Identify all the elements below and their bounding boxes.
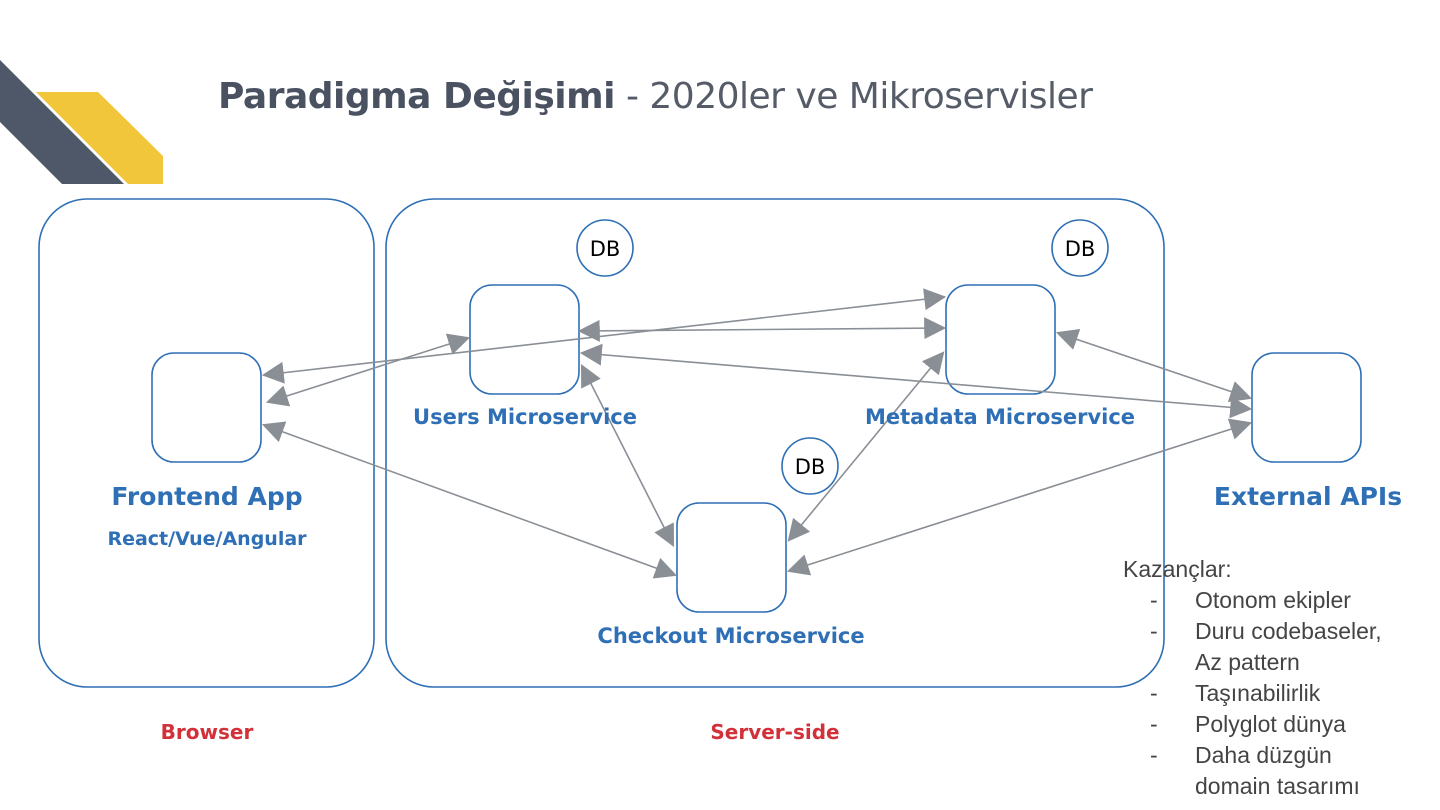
frontend-app-label: Frontend App [111,482,303,511]
arrow-frontend-checkout [261,421,678,579]
notes-heading: Kazançlar: [1123,556,1232,582]
arrow-checkout-external [786,418,1253,576]
frontend-app-sublabel: React/Vue/Angular [107,528,307,550]
users-microservice-box [469,284,580,395]
slide-title: Paradigma Değişimi - 2020ler ve Mikroser… [218,76,1093,117]
arrow-users-external [579,343,1253,419]
list-item: -Polyglot dünya [1150,711,1346,737]
arrow-metadata-external [1055,328,1253,403]
benefits-list: -Otonom ekipler -Duru codebaseler,Az pat… [1123,585,1433,802]
users-db: DB [576,219,634,277]
arrow-frontend-users [265,333,471,407]
browser-label: Browser [160,720,254,744]
arrow-users-checkout [581,364,674,547]
title-rest: - 2020ler ve Mikroservisler [615,76,1093,117]
svg-text:DB: DB [590,237,621,261]
checkout-microservice-box [676,502,787,613]
metadata-microservice-label: Metadata Microservice [864,405,1136,429]
external-apis-label: External APIs [1213,482,1403,511]
benefits-notes: Kazançlar: -Otonom ekipler -Duru codebas… [1123,554,1433,802]
checkout-db: DB [781,437,839,495]
server-container [385,198,1165,688]
external-apis-box [1251,352,1362,463]
checkout-microservice-label: Checkout Microservice [597,624,865,648]
list-item: -Otonom ekipler [1150,587,1351,613]
list-item: -Taşınabilirlik [1150,680,1321,706]
list-item: -Duru codebaseler,Az pattern [1150,618,1382,675]
svg-text:DB: DB [1065,237,1096,261]
users-microservice-label: Users Microservice [413,405,637,429]
frontend-app-box [151,352,262,463]
metadata-microservice-box [945,284,1056,395]
corner-decoration [0,60,163,184]
metadata-db: DB [1051,219,1109,277]
title-bold: Paradigma Değişimi [218,76,616,117]
connection-arrows [261,288,1253,579]
server-side-label: Server-side [710,720,840,744]
svg-text:DB: DB [795,455,826,479]
arrow-users-metadata [577,317,947,342]
arrow-frontend-metadata [261,288,947,384]
